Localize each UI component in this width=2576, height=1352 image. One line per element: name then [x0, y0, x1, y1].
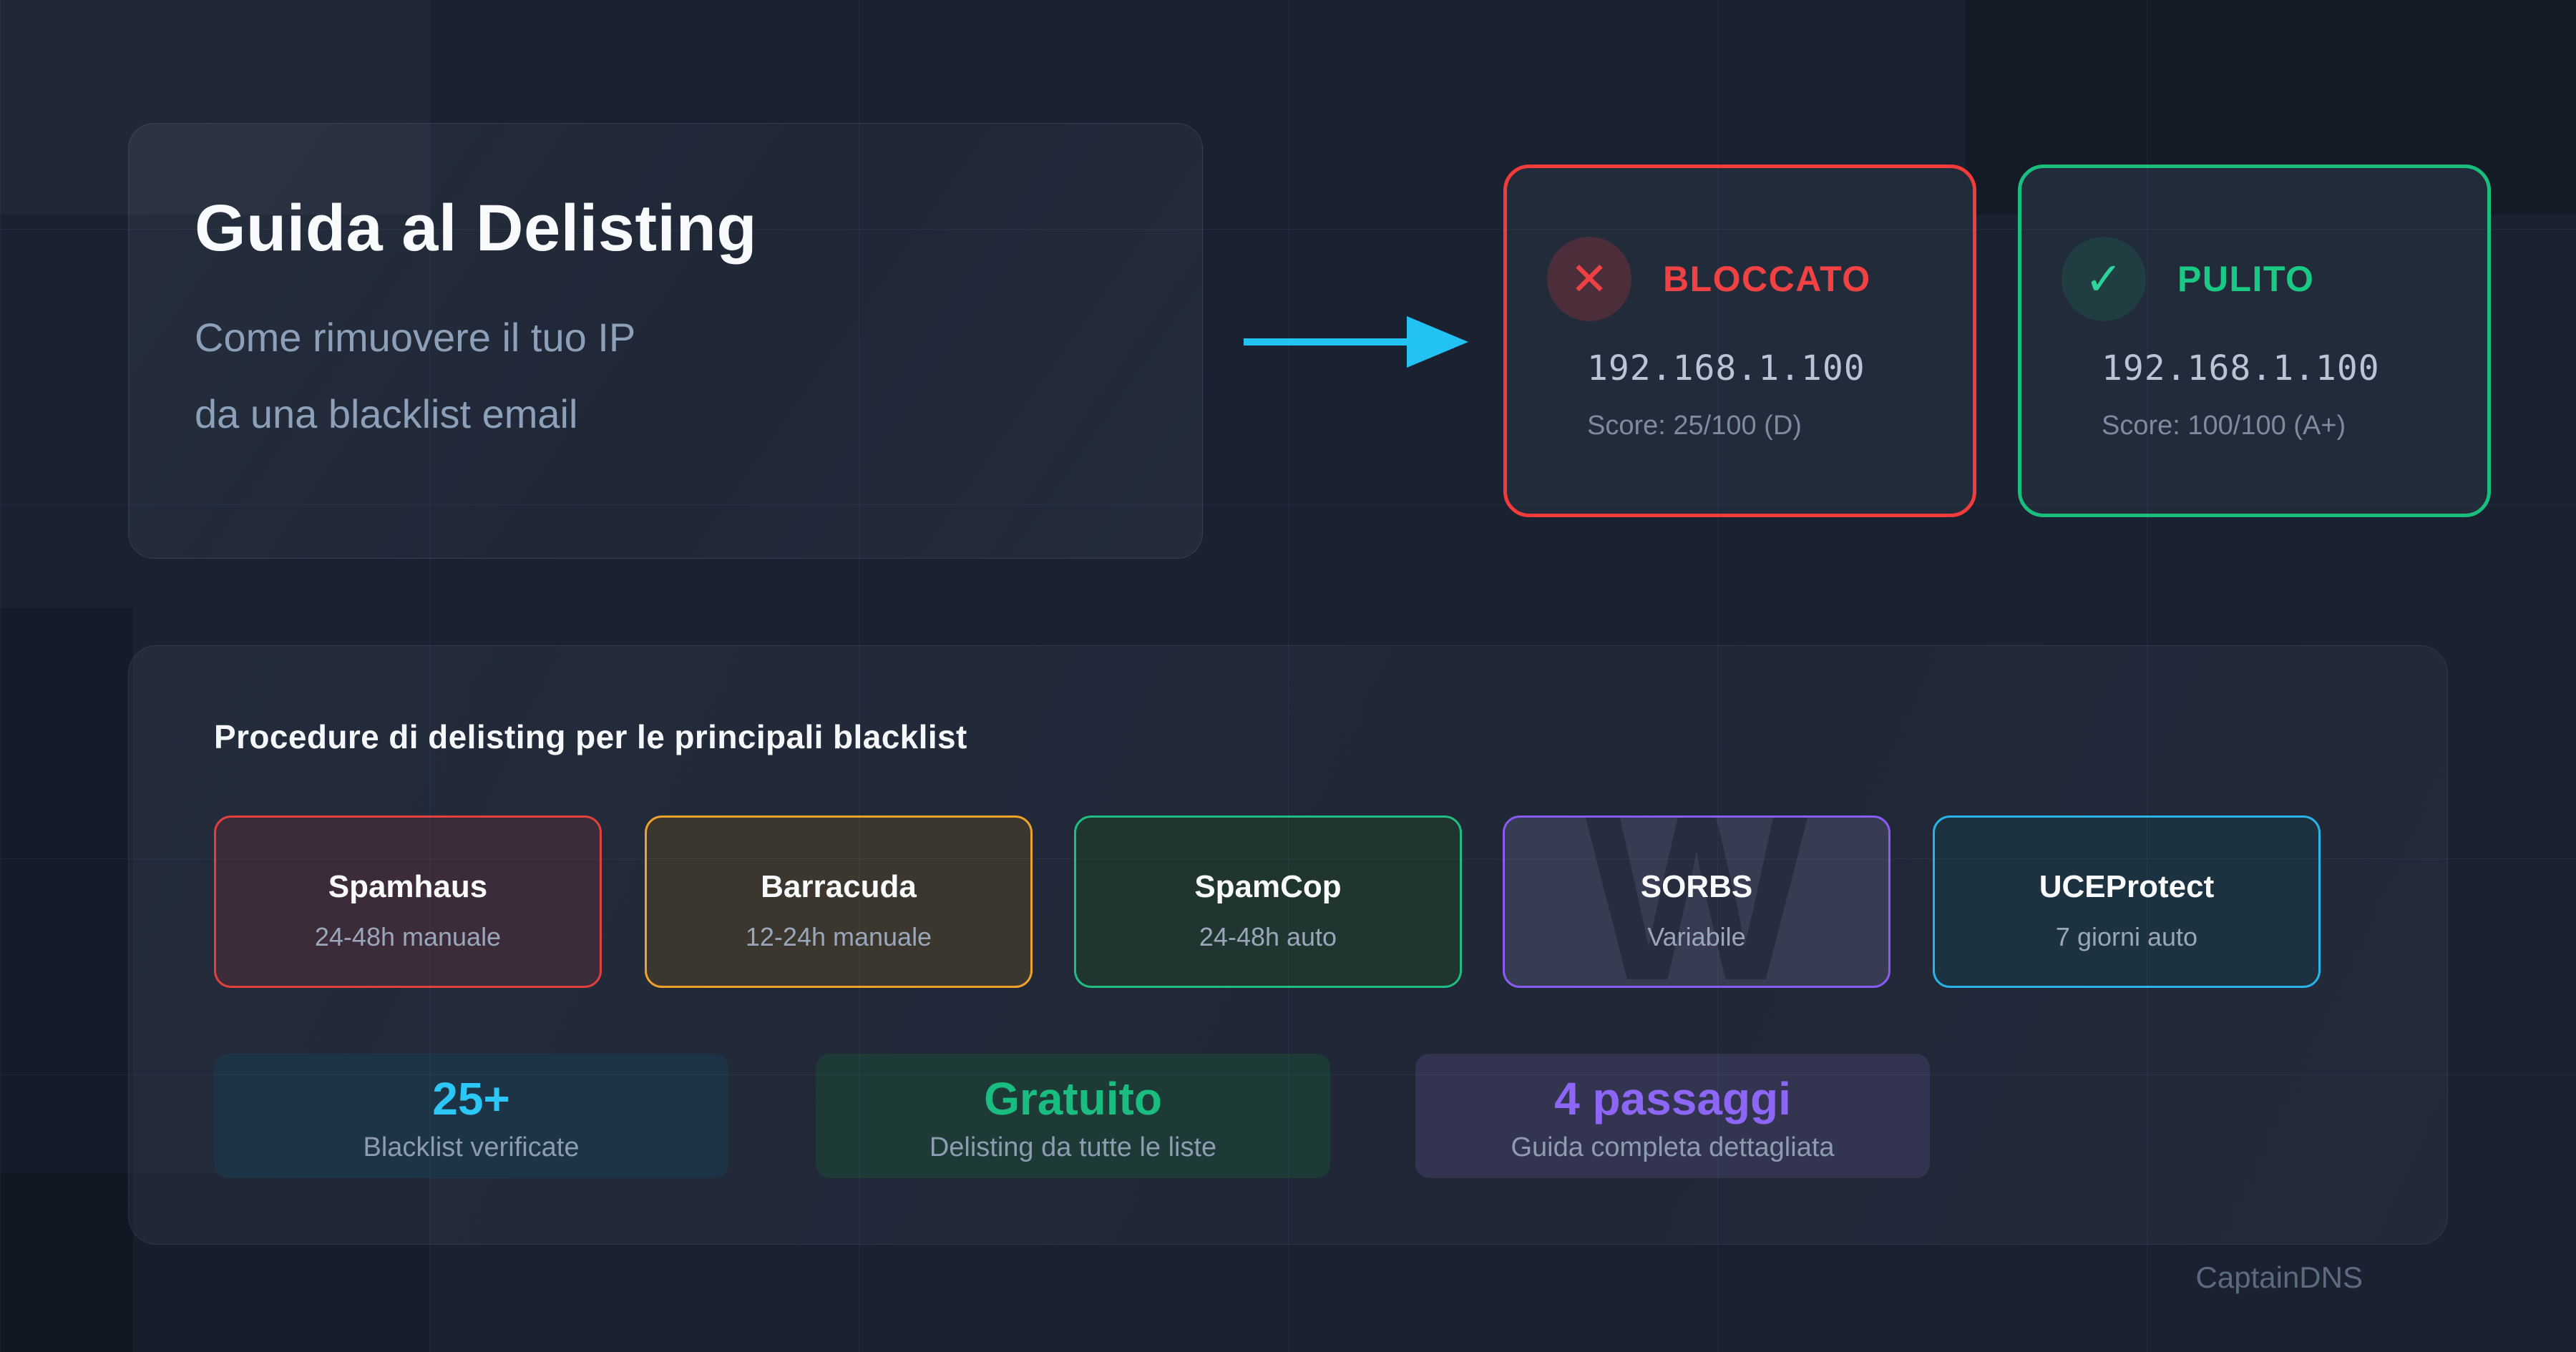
stat-label: Guida completa dettagliata: [1511, 1132, 1835, 1162]
stat-label: Blacklist verificate: [363, 1132, 580, 1162]
blacklist-card-uceprotect: UCEProtect 7 giorni auto: [1933, 815, 2321, 988]
clean-status-label: PULITO: [2177, 259, 2315, 299]
procedures-heading: Procedure di delisting per le principali…: [214, 718, 967, 755]
clean-score: Score: 100/100 (A+): [2102, 411, 2346, 441]
blocked-ip-address: 192.168.1.100: [1587, 348, 1865, 388]
arrow-shaft: [1244, 338, 1415, 346]
stat-badge-blacklists: 25+ Blacklist verificate: [214, 1054, 728, 1178]
blocked-status-card: ✕ BLOCCATO 192.168.1.100 Score: 25/100 (…: [1503, 165, 1976, 517]
blacklist-name: UCEProtect: [2039, 869, 2215, 904]
blocked-status-row: ✕ BLOCCATO: [1547, 237, 1871, 321]
blacklist-name: SORBS: [1640, 869, 1753, 904]
stat-label: Delisting da tutte le liste: [929, 1132, 1217, 1162]
stat-value: 25+: [432, 1073, 510, 1125]
blacklist-card-spamcop: SpamCop 24-48h auto: [1074, 815, 1462, 988]
hero-card: Guida al Delisting Come rimuovere il tuo…: [128, 123, 1203, 559]
blacklist-time: Variabile: [1647, 922, 1746, 951]
stat-badge-steps: 4 passaggi Guida completa dettagliata: [1415, 1054, 1930, 1178]
blocked-status-label: BLOCCATO: [1663, 259, 1871, 299]
page-subtitle-line1: Come rimuovere il tuo IP: [195, 315, 636, 361]
clean-status-card: ✓ PULITO 192.168.1.100 Score: 100/100 (A…: [2018, 165, 2491, 517]
brand-watermark: CaptainDNS: [2195, 1260, 2363, 1294]
blacklist-time: 24-48h manuale: [314, 922, 502, 951]
stat-value: 4 passaggi: [1554, 1073, 1791, 1125]
blacklist-time: 7 giorni auto: [2055, 922, 2198, 951]
blacklist-time: 12-24h manuale: [745, 922, 932, 951]
blacklist-card-barracuda: Barracuda 12-24h manuale: [645, 815, 1033, 988]
blacklist-card-spamhaus: Spamhaus 24-48h manuale: [214, 815, 602, 988]
page-title: Guida al Delisting: [195, 192, 758, 265]
blacklist-time: 24-48h auto: [1199, 922, 1337, 951]
x-icon-circle: ✕: [1547, 237, 1631, 321]
arrow-head: [1407, 316, 1468, 368]
blacklist-name: SpamCop: [1194, 869, 1342, 904]
page-subtitle-line2: da una blacklist email: [195, 391, 578, 437]
procedures-panel: Procedure di delisting per le principali…: [128, 645, 2448, 1245]
flow-arrow-icon: [1244, 316, 1468, 368]
stat-badge-free: Gratuito Delisting da tutte le liste: [816, 1054, 1330, 1178]
stat-value: Gratuito: [984, 1073, 1162, 1125]
clean-status-row: ✓ PULITO: [2062, 237, 2314, 321]
checkmark-icon: ✓: [2084, 253, 2123, 305]
clean-ip-address: 192.168.1.100: [2102, 348, 2380, 388]
blacklist-name: Barracuda: [761, 869, 917, 904]
checkmark-icon-circle: ✓: [2062, 237, 2146, 321]
background-block-left: [0, 608, 133, 1352]
blacklist-card-sorbs: W SORBS Variabile: [1503, 815, 1890, 988]
blacklist-name: Spamhaus: [328, 869, 488, 904]
blocked-score: Score: 25/100 (D): [1587, 411, 1802, 441]
x-icon: ✕: [1570, 253, 1609, 305]
